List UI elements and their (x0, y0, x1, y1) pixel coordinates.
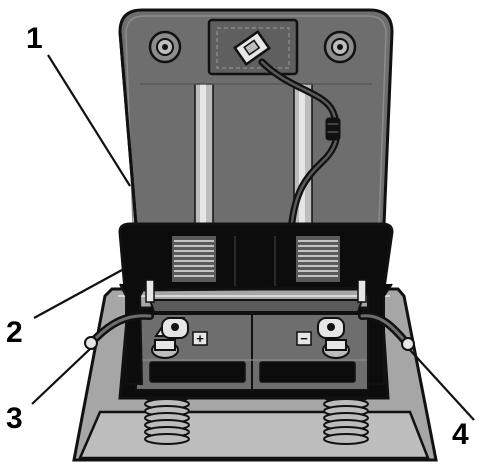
negative-cable (358, 311, 415, 351)
leader-line-3 (31, 348, 91, 405)
left-vent (172, 236, 216, 282)
battery-cover (118, 8, 394, 227)
callout-2: 2 (6, 316, 23, 349)
callout-1: 1 (26, 22, 43, 55)
right-screw (323, 30, 357, 64)
right-vent (296, 236, 340, 282)
left-screw (148, 30, 182, 64)
callout-3: 3 (6, 402, 23, 435)
wire-harness (258, 58, 341, 226)
callout-4: 4 (452, 418, 469, 451)
negative-symbol: − (300, 331, 308, 346)
wire-connector-housing (207, 18, 299, 76)
leader-line-1 (47, 54, 131, 187)
positive-ring-terminal (84, 336, 98, 350)
leader-lines (31, 54, 475, 421)
positive-terminal (151, 317, 189, 359)
positive-cable (84, 311, 154, 350)
leader-line-2 (33, 269, 123, 319)
negative-terminal (317, 317, 350, 359)
battery-bracket (118, 222, 394, 385)
positive-symbol: + (196, 331, 204, 346)
negative-ring-terminal (401, 337, 415, 351)
leader-line-4 (409, 349, 475, 421)
